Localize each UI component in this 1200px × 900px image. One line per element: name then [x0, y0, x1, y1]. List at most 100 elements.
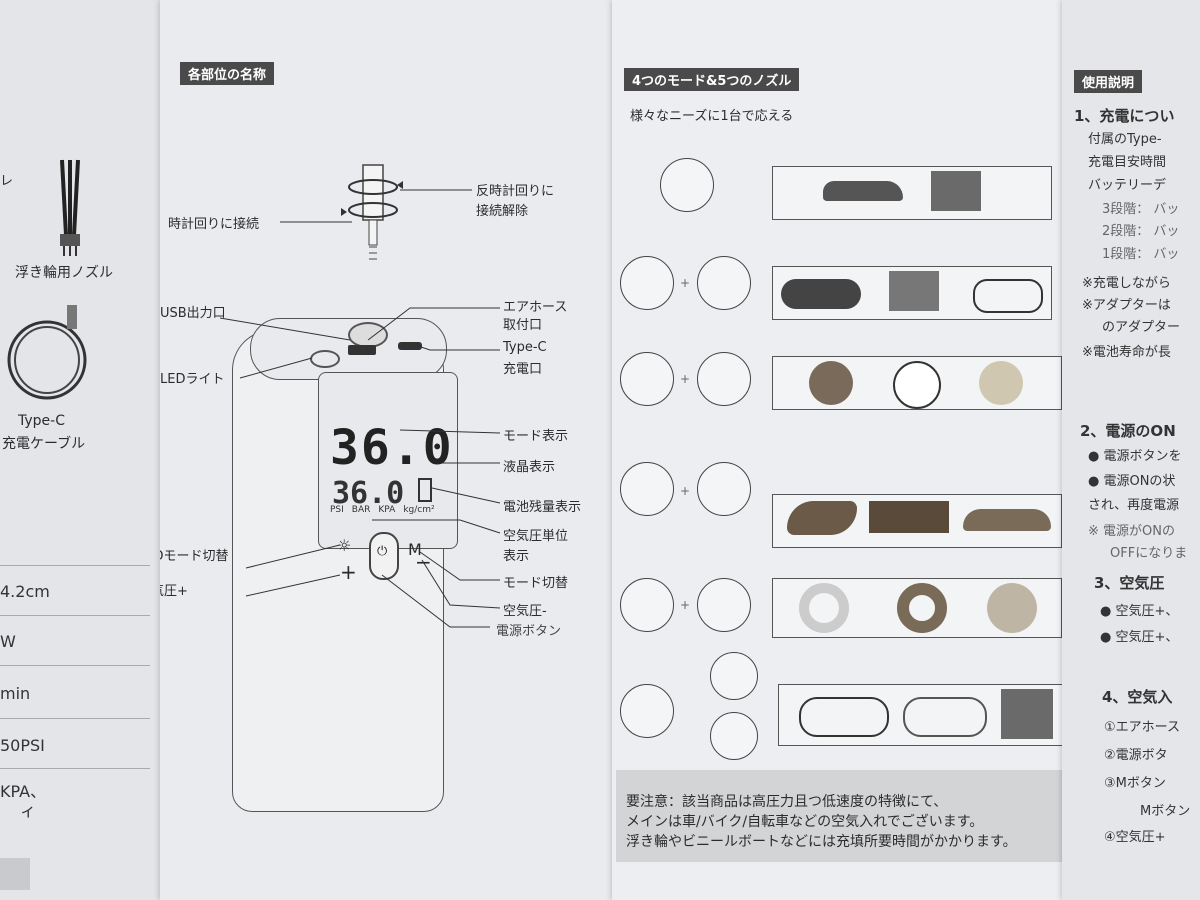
- section-2-line: ※ 電源がONの: [1088, 524, 1175, 539]
- power-button[interactable]: ⏻: [369, 532, 399, 580]
- section-1-line: バッテリーデ: [1088, 178, 1167, 193]
- car-icon: [823, 181, 903, 201]
- plus-icon: +: [680, 484, 691, 498]
- typec-port: [398, 342, 422, 350]
- soccer-ball-icon: [893, 361, 941, 409]
- led-mode-icon[interactable]: ☼: [337, 536, 352, 555]
- bicycle-icon: [799, 697, 889, 737]
- boat-box: [772, 494, 1062, 548]
- section-1-line: 付属のType-: [1088, 132, 1162, 147]
- section-4-title: 4、空気入: [1102, 688, 1173, 706]
- adapter-nozzle-icon: [710, 652, 758, 700]
- leader-lines-body: [219, 307, 501, 628]
- ccw-label-1: 反時計回りに: [476, 184, 555, 199]
- unit-label-2: 表示: [503, 549, 530, 564]
- usage-panel: 使用説明 1、充電につい 付属のType- 充電目安時間 バッテリーデ 3段階：…: [1062, 0, 1200, 900]
- spec-box: [0, 858, 30, 890]
- unit-label-1: 空気圧単位: [503, 529, 569, 544]
- section-4-line: ④空気圧+: [1104, 830, 1166, 845]
- mode-button[interactable]: M: [408, 540, 422, 559]
- mode-display-label: モード表示: [503, 429, 569, 444]
- divider: [0, 565, 150, 566]
- section-1-line: ※アダプターは: [1082, 298, 1171, 313]
- section-2-line: OFFになりま: [1110, 546, 1188, 561]
- hose-label-1: エアホース: [503, 300, 568, 315]
- nozzle-hose-icon: [660, 158, 714, 212]
- pressure-plus-label: 空気圧+: [160, 584, 188, 599]
- section-2-line: され、再度電源: [1088, 498, 1180, 513]
- section-4-line: Mボタン: [1140, 804, 1191, 819]
- pressure-plus-button[interactable]: +: [340, 560, 357, 584]
- plus-icon: +: [680, 372, 691, 386]
- hose-label-2: 取付口: [503, 318, 543, 333]
- nozzle-hose-icon: [620, 352, 674, 406]
- float-ring-icon: [897, 583, 947, 633]
- typec-label-2: 充電口: [503, 362, 543, 377]
- bicycle-icon: [903, 697, 987, 737]
- plus-icon: +: [680, 276, 691, 290]
- valve-icon: [889, 271, 939, 311]
- leader-lines-top: [280, 189, 472, 223]
- spec-time: min: [0, 684, 31, 703]
- cable-icon: [7, 305, 87, 400]
- pressure-minus-label: 空気圧-: [503, 604, 547, 619]
- spec-units-2: ィ: [20, 801, 37, 820]
- section-2-title: 2、電源のON: [1080, 422, 1176, 440]
- kayak-icon: [787, 501, 857, 535]
- note-line-1: 要注意：該当商品は高圧力且つ低速度の特徴にて、: [626, 794, 948, 810]
- cable-label-2: 充電ケーブル: [2, 436, 86, 452]
- bicycle-box: [778, 684, 1067, 746]
- nozzle-hose-icon: [620, 256, 674, 310]
- mode-switch-label: モード切替: [503, 576, 569, 591]
- float-box: [772, 578, 1062, 638]
- nozzle-connect-icon: [341, 164, 403, 260]
- spec-size: 4.2cm: [0, 582, 50, 601]
- unit-kgcm: kg/cm²: [403, 505, 435, 515]
- section-3-line: ● 空気圧+、: [1100, 630, 1179, 645]
- usage-title: 使用説明: [1074, 70, 1143, 93]
- power-label: 電源ボタン: [496, 624, 562, 639]
- note-line-3: 浮き輪やビニールボートなどには充填所要時間がかかります。: [626, 834, 1017, 850]
- nozzle-hose-icon: [620, 684, 674, 738]
- usb-port: [348, 345, 376, 355]
- long-cone-nozzle-icon: [697, 578, 751, 632]
- section-4-line: ③Mボタン: [1104, 776, 1166, 791]
- ccw-label-2: 接続解除: [476, 204, 529, 219]
- basketball-icon: [809, 361, 853, 405]
- unit-kpa: KPA: [378, 505, 396, 515]
- nozzle-hose-icon: [620, 578, 674, 632]
- hose-port: [348, 322, 388, 348]
- divider: [0, 665, 150, 666]
- lcd-units: PSI BAR KPA kg/cm²: [330, 505, 435, 515]
- section-4-line: ①エアホース: [1104, 720, 1181, 735]
- mat-icon: [869, 501, 949, 533]
- lcd-label: 液晶表示: [503, 460, 556, 475]
- needle-nozzle-icon: [697, 352, 751, 406]
- section-3-title: 3、空気圧: [1094, 574, 1165, 592]
- section-1-line: 1段階： バッ: [1102, 247, 1180, 262]
- adapter-nozzle-icon: [697, 256, 751, 310]
- led-mode-label: LEDモード切替: [160, 549, 229, 564]
- plus-icon: +: [680, 598, 691, 612]
- valve-icon: [1001, 689, 1053, 739]
- volleyball-icon: [979, 361, 1023, 405]
- typec-label-1: Type-C: [503, 340, 547, 355]
- section-1-line: 3段階： バッ: [1102, 202, 1180, 217]
- lcd-sub-reading: 36.0: [332, 476, 405, 511]
- float-nozzle-label: 浮き輪用ノズル: [15, 265, 113, 281]
- section-1-line: 充電目安時間: [1088, 155, 1167, 170]
- battery-icon: [418, 478, 432, 502]
- ball-box: [772, 356, 1062, 410]
- spec-units: KPA、: [0, 782, 47, 801]
- car-box: [772, 166, 1052, 220]
- kids-bike-icon: [973, 279, 1043, 313]
- section-1-line: のアダプター: [1102, 320, 1181, 335]
- spec-pressure: 50PSI: [0, 736, 45, 755]
- bike-box: [772, 266, 1052, 320]
- unit-psi: PSI: [330, 505, 344, 515]
- led-light-label: LEDライト: [160, 372, 225, 387]
- caution-note: 要注意：該当商品は高圧力且つ低速度の特徴にて、 メインは車/バイク/自転車などの…: [616, 770, 1086, 862]
- modes-panel: 4つのモード&5つのノズル 様々なニーズに1台で応える + + + +: [612, 0, 1067, 900]
- boat-icon: [963, 509, 1051, 531]
- led-lamp: [310, 350, 340, 368]
